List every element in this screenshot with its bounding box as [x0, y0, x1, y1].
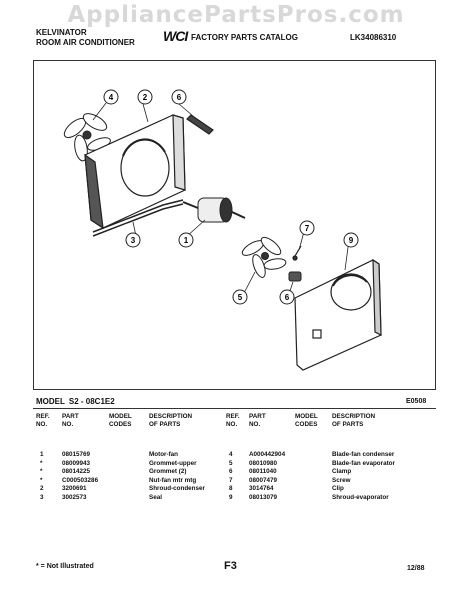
table-cell-desc: Screw [332, 476, 351, 484]
table-cell-desc: Clip [332, 485, 344, 492]
table-cell-ref: * [40, 459, 43, 467]
callout-5: 5 [238, 293, 243, 302]
catalog-title: FACTORY PARTS CATALOG [191, 33, 298, 42]
table-cell-part: 3002573 [62, 493, 87, 501]
callout-7: 7 [305, 224, 310, 233]
callout-6: 6 [177, 93, 182, 102]
page-code: E0508 [406, 398, 427, 405]
table-cell-part: 08015769 [62, 451, 91, 458]
model-number: S2 - 08C1E2 [68, 397, 115, 406]
callout-9: 9 [349, 236, 354, 245]
table-cell-ref: * [40, 476, 43, 484]
blade-fan-evaporator-icon [241, 236, 287, 278]
table-cell-part: 3200691 [62, 485, 87, 492]
col-ref-right: REF.NO. [226, 413, 240, 428]
page-number: F3 [224, 560, 237, 572]
table-cell-desc: Blade-fan condenser [332, 451, 395, 458]
table-cell-part: 08007479 [249, 476, 278, 484]
callout-2: 2 [143, 93, 148, 102]
table-cell-part: C000503286 [62, 476, 99, 484]
model-label: MODEL [36, 397, 65, 406]
col-ref-left: REF.NO. [36, 413, 50, 428]
table-cell-ref: 2 [40, 485, 44, 492]
table-cell-ref: 4 [229, 451, 233, 458]
table-cell-part: 3014764 [249, 485, 274, 492]
exploded-parts-diagram: 4 2 6 3 1 7 9 5 6 [63, 89, 382, 371]
seal-icon [92, 199, 184, 237]
table-cell-part: 08010980 [249, 459, 278, 467]
revision-date: 12/88 [407, 565, 425, 572]
wci-logo: WCI [163, 28, 188, 44]
table-cell-ref: 8 [229, 485, 233, 492]
table-cell-ref: 7 [229, 476, 233, 484]
brand-block: KELVINATOR ROOM AIR CONDITIONER [36, 28, 135, 48]
table-cell-part: A000442904 [249, 451, 286, 458]
table-cell-part: 08009943 [62, 459, 91, 467]
table-cell-ref: 6 [229, 468, 233, 475]
table-cell-ref: 1 [40, 451, 44, 458]
table-cell-ref: 3 [40, 493, 44, 501]
motor-fan-icon [182, 197, 246, 223]
table-cell-desc: Shroud-condenser [149, 485, 205, 492]
divider [33, 408, 436, 409]
table-cell-desc: Blade-fan evaporator [332, 459, 395, 467]
table-cell-desc: Nut-fan mtr mtg [149, 476, 197, 484]
table-cell-part: 08011040 [249, 468, 277, 475]
table-cell-ref: * [40, 468, 43, 475]
table-cell-desc: Seal [149, 493, 162, 501]
clip-icon [288, 271, 302, 282]
table-cell-part: 08013079 [249, 493, 278, 501]
table-cell-desc: Grommet (2) [149, 468, 187, 475]
table-cell-desc: Shroud-evaporator [332, 493, 389, 501]
callout-1: 1 [184, 236, 189, 245]
callout-6-lower: 6 [285, 293, 290, 302]
callout-3: 3 [131, 236, 136, 245]
table-cell-desc: Grommet-upper [149, 459, 197, 467]
table-cell-ref: 9 [229, 493, 233, 501]
watermark-text: AppliancePartsPros.com [67, 2, 405, 28]
grommet-icon [186, 114, 214, 135]
table-cell-desc: Motor-fan [149, 451, 179, 458]
table-cell-ref: 5 [229, 459, 233, 467]
table-cell-desc: Clamp [332, 468, 352, 475]
table-cell-part: 08014225 [62, 468, 91, 475]
diagram-frame [33, 60, 436, 390]
product-type: ROOM AIR CONDITIONER [36, 38, 135, 47]
brand-name: KELVINATOR [36, 28, 87, 37]
footnote: * = Not Illustrated [36, 563, 94, 570]
callout-4: 4 [109, 93, 114, 102]
document-number: LK34086310 [350, 33, 397, 42]
shroud-evaporator-icon [294, 258, 382, 371]
shroud-condenser-icon [84, 114, 186, 230]
